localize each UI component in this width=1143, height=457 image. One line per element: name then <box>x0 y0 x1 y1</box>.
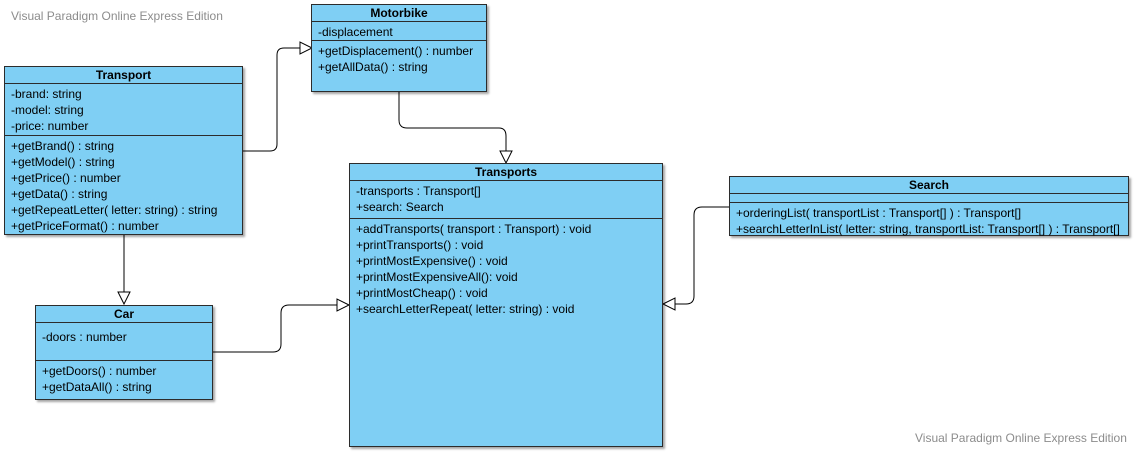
operation: +getPrice() : number <box>11 171 121 185</box>
attributes-compartment: -doors : number <box>36 323 212 361</box>
arrowhead-transports-left <box>336 298 351 312</box>
watermark-top: Visual Paradigm Online Express Edition <box>11 9 223 23</box>
attribute: -displacement <box>318 25 393 39</box>
attribute: -price: number <box>11 119 89 133</box>
operations-compartment: +addTransports( transport : Transport) :… <box>350 219 662 317</box>
operation: +getPriceFormat() : number <box>11 219 159 233</box>
operation: +searchLetterRepeat( letter: string) : v… <box>356 302 575 316</box>
class-name: Transports <box>350 164 662 181</box>
class-name: Transport <box>5 67 242 84</box>
class-search[interactable]: Search +orderingList( transportList : Tr… <box>729 176 1129 236</box>
attribute: -transports : Transport[] <box>356 184 481 198</box>
attribute: -doors : number <box>42 330 127 344</box>
class-transport[interactable]: Transport -brand: string -model: string … <box>4 66 243 235</box>
operation: +getModel() : string <box>11 155 115 169</box>
watermark-bottom: Visual Paradigm Online Express Edition <box>915 431 1127 445</box>
arrowhead-car <box>117 291 131 306</box>
attributes-compartment <box>730 194 1128 203</box>
attributes-compartment: -displacement <box>312 22 486 41</box>
operation: +addTransports( transport : Transport) :… <box>356 222 592 236</box>
attribute: -model: string <box>11 103 84 117</box>
operation: +getRepeatLetter( letter: string) : stri… <box>11 203 218 217</box>
operation: +getDoors() : number <box>42 364 157 378</box>
connector-transport-motorbike[interactable] <box>243 47 300 152</box>
class-name: Motorbike <box>312 5 486 22</box>
class-motorbike[interactable]: Motorbike -displacement +getDisplacement… <box>311 4 487 92</box>
operation: +getData() : string <box>11 187 108 201</box>
class-transports[interactable]: Transports -transports : Transport[] +se… <box>349 163 663 447</box>
operations-compartment: +getDoors() : number +getDataAll() : str… <box>36 361 212 395</box>
operation: +getAllData() : string <box>318 60 428 74</box>
operation: +getDisplacement() : number <box>318 44 474 58</box>
class-name: Car <box>36 306 212 323</box>
attributes-compartment: -transports : Transport[] +search: Searc… <box>350 181 662 219</box>
operation: +printMostExpensive() : void <box>356 254 508 268</box>
operation: +getBrand() : string <box>11 139 115 153</box>
operations-compartment: +getDisplacement() : number +getAllData(… <box>312 41 486 75</box>
class-name: Search <box>730 177 1128 194</box>
operations-compartment: +getBrand() : string +getModel() : strin… <box>5 136 242 234</box>
arrowhead-transports-right <box>661 297 676 311</box>
arrowhead-transports-top <box>499 150 513 165</box>
operation: +printTransports() : void <box>356 238 484 252</box>
operation: +searchLetterInList( letter: string, tra… <box>736 222 1120 236</box>
operation: +getDataAll() : string <box>42 380 152 394</box>
attribute: +search: Search <box>356 200 444 214</box>
connector-motorbike-transports[interactable] <box>398 92 507 151</box>
connector-car-transports[interactable] <box>213 304 337 353</box>
operation: +orderingList( transportList : Transport… <box>736 206 1022 220</box>
attribute: -brand: string <box>11 87 82 101</box>
operations-compartment: +orderingList( transportList : Transport… <box>730 203 1128 237</box>
operation: +printMostCheap() : void <box>356 286 488 300</box>
connector-search-transports[interactable] <box>675 206 729 305</box>
operation: +printMostExpensiveAll(): void <box>356 270 518 284</box>
attributes-compartment: -brand: string -model: string -price: nu… <box>5 84 242 136</box>
class-car[interactable]: Car -doors : number +getDoors() : number… <box>35 305 213 400</box>
